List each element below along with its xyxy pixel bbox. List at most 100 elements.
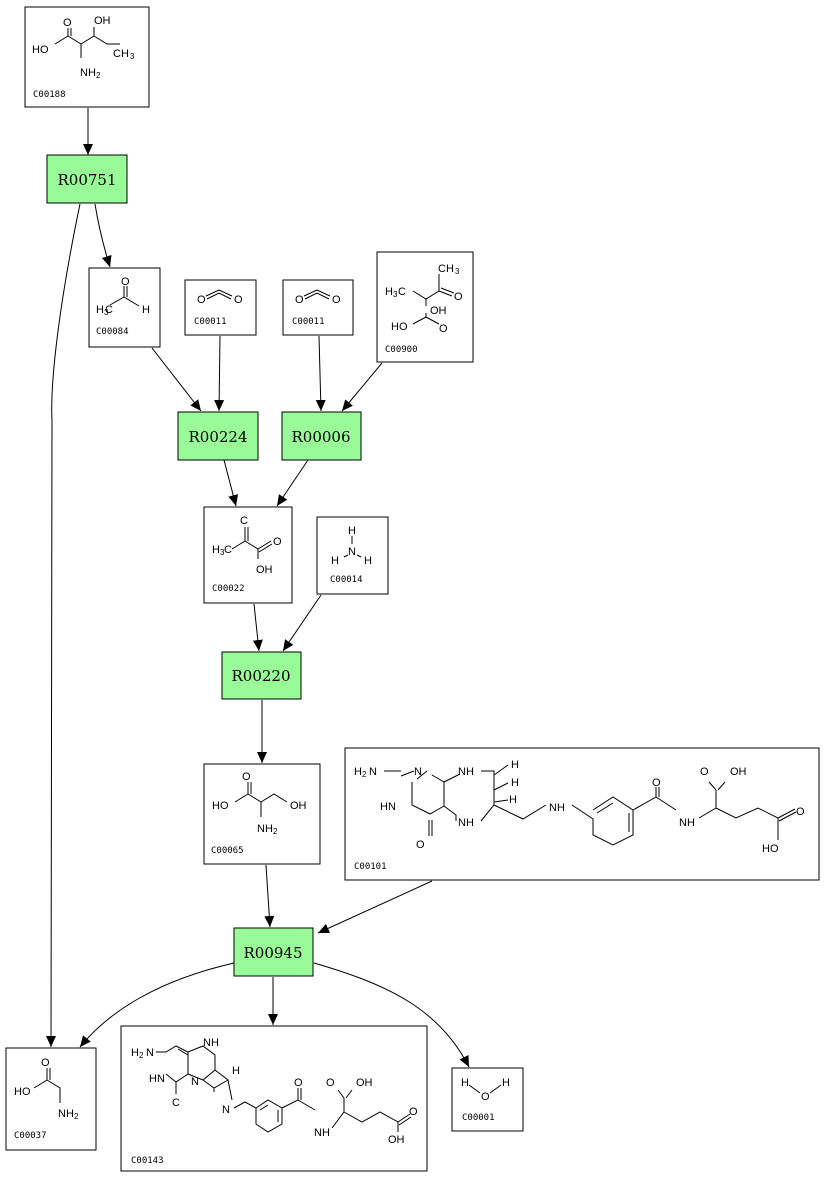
reaction-r00006[interactable]: R00006 [281,411,362,461]
svg-text:NH: NH [314,1127,330,1139]
svg-text:H: H [461,1077,469,1089]
svg-text:H: H [509,794,517,806]
structure-ammonia: H N H H [331,525,372,567]
svg-text:N: N [146,1047,154,1059]
svg-text:H: H [502,1077,510,1089]
reaction-r00220[interactable]: R00220 [221,651,302,700]
svg-text:OH: OH [730,766,747,778]
structure-co2: O O [197,289,243,306]
svg-text:N: N [348,546,356,558]
svg-text:O: O [294,1077,303,1089]
svg-text:HN: HN [149,1073,165,1085]
compound-id: C00011 [194,317,227,327]
reaction-r00224[interactable]: R00224 [177,411,259,461]
svg-text:HO: HO [32,44,49,56]
structure-tetrahydrofolate: H 2 N N HN O NH NH H H H NH O NH O OH O [354,759,805,855]
svg-text:CH: CH [113,48,129,60]
svg-text:OH: OH [388,1134,405,1146]
compound-id: C00900 [385,345,418,355]
svg-text:H: H [131,1047,139,1059]
compound-id: C00037 [14,1131,47,1141]
svg-text:N: N [222,1104,230,1116]
svg-text:OH: OH [94,15,111,27]
compound-c00065[interactable]: O HO OH NH 2 C00065 [203,763,321,865]
reaction-label: R00945 [243,944,302,962]
compound-c00143[interactable]: H 2 N HN C NH N H N O NH O OH O OH C0014… [120,1025,428,1172]
svg-text:H: H [354,766,362,778]
structure-pyruvate: H 3 C C O OH [212,515,282,576]
svg-text:O: O [416,839,425,851]
svg-text:H: H [142,304,150,316]
svg-text:HO: HO [762,843,779,855]
edge-r00006-c00022 [276,459,309,507]
svg-text:O: O [439,323,448,335]
svg-text:O: O [63,17,72,29]
structure-methylene-thf: H 2 N HN C NH N H N O NH O OH O OH [131,1037,418,1146]
compound-id: C00084 [96,327,129,337]
svg-text:H: H [348,525,356,537]
structure-glycine: O HO NH 2 [14,1057,79,1121]
svg-text:3: 3 [455,267,460,276]
svg-text:OH: OH [256,564,273,576]
svg-text:O: O [454,291,463,303]
svg-text:O: O [652,777,661,789]
svg-text:N: N [414,766,422,778]
compound-c00001[interactable]: H O H C00001 [451,1067,524,1132]
compound-c00084[interactable]: H 3 C O H C00084 [88,267,161,348]
svg-text:2: 2 [362,770,367,779]
svg-text:O: O [197,294,206,306]
edge-r00945-c00001 [313,962,470,1068]
compound-c00011-b[interactable]: O O C00011 [282,279,354,336]
reaction-label: R00220 [231,667,290,685]
svg-text:2: 2 [273,827,278,836]
svg-text:H: H [232,1065,240,1077]
edge-c00022-r00220 [252,603,263,652]
edge-c00065-r00945 [264,864,275,928]
svg-text:O: O [409,1106,418,1118]
reaction-r00945[interactable]: R00945 [233,927,314,977]
svg-text:3: 3 [393,290,398,299]
svg-text:OH: OH [430,305,447,317]
edge-c00101-r00945 [317,880,433,934]
svg-text:NH: NH [549,802,565,814]
svg-text:C: C [172,1097,180,1109]
svg-text:2: 2 [74,1112,79,1121]
reaction-r00751[interactable]: R00751 [46,154,128,204]
svg-text:HN: HN [380,801,396,813]
structure-threonine: O HO OH NH 2 CH 3 [32,15,135,80]
svg-text:3: 3 [104,308,109,317]
svg-text:O: O [273,536,282,548]
svg-text:H: H [96,304,104,316]
svg-text:OH: OH [290,800,307,812]
svg-text:HO: HO [391,321,408,333]
svg-text:N: N [191,1076,199,1088]
svg-text:C: C [224,544,232,556]
svg-text:O: O [234,294,243,306]
compound-c00037[interactable]: O HO NH 2 C00037 [5,1047,97,1151]
edge-r00224-c00022 [223,459,239,507]
compound-c00900[interactable]: H 3 C CH 3 O OH HO O C00900 [376,251,474,363]
compound-c00188[interactable]: O HO OH NH 2 CH 3 C00188 [24,6,150,108]
svg-text:OH: OH [356,1077,373,1089]
structure-acetaldehyde: H 3 C O H [96,276,150,317]
svg-text:H: H [511,759,519,771]
svg-text:NH: NH [257,823,273,835]
svg-text:O: O [332,294,341,306]
compound-id: C00143 [131,1156,164,1166]
compound-id: C00022 [212,584,245,594]
svg-text:O: O [481,1091,490,1103]
svg-text:NH: NH [203,1037,219,1049]
svg-text:O: O [326,1077,335,1089]
edge-r00751-c00037 [46,203,81,1048]
compound-id: C00001 [462,1113,495,1123]
compound-c00011-a[interactable]: O O C00011 [184,279,257,336]
compound-c00014[interactable]: H N H H C00014 [316,516,389,595]
svg-text:H: H [385,286,393,298]
svg-text:C: C [105,304,113,316]
edge-c00014-r00220 [282,594,322,652]
svg-text:CH: CH [438,263,454,275]
compound-c00101[interactable]: H 2 N N HN O NH NH H H H NH O NH O OH O [344,747,820,881]
compound-c00022[interactable]: H 3 C C O OH C00022 [203,506,293,604]
compound-id: C00188 [33,90,66,100]
